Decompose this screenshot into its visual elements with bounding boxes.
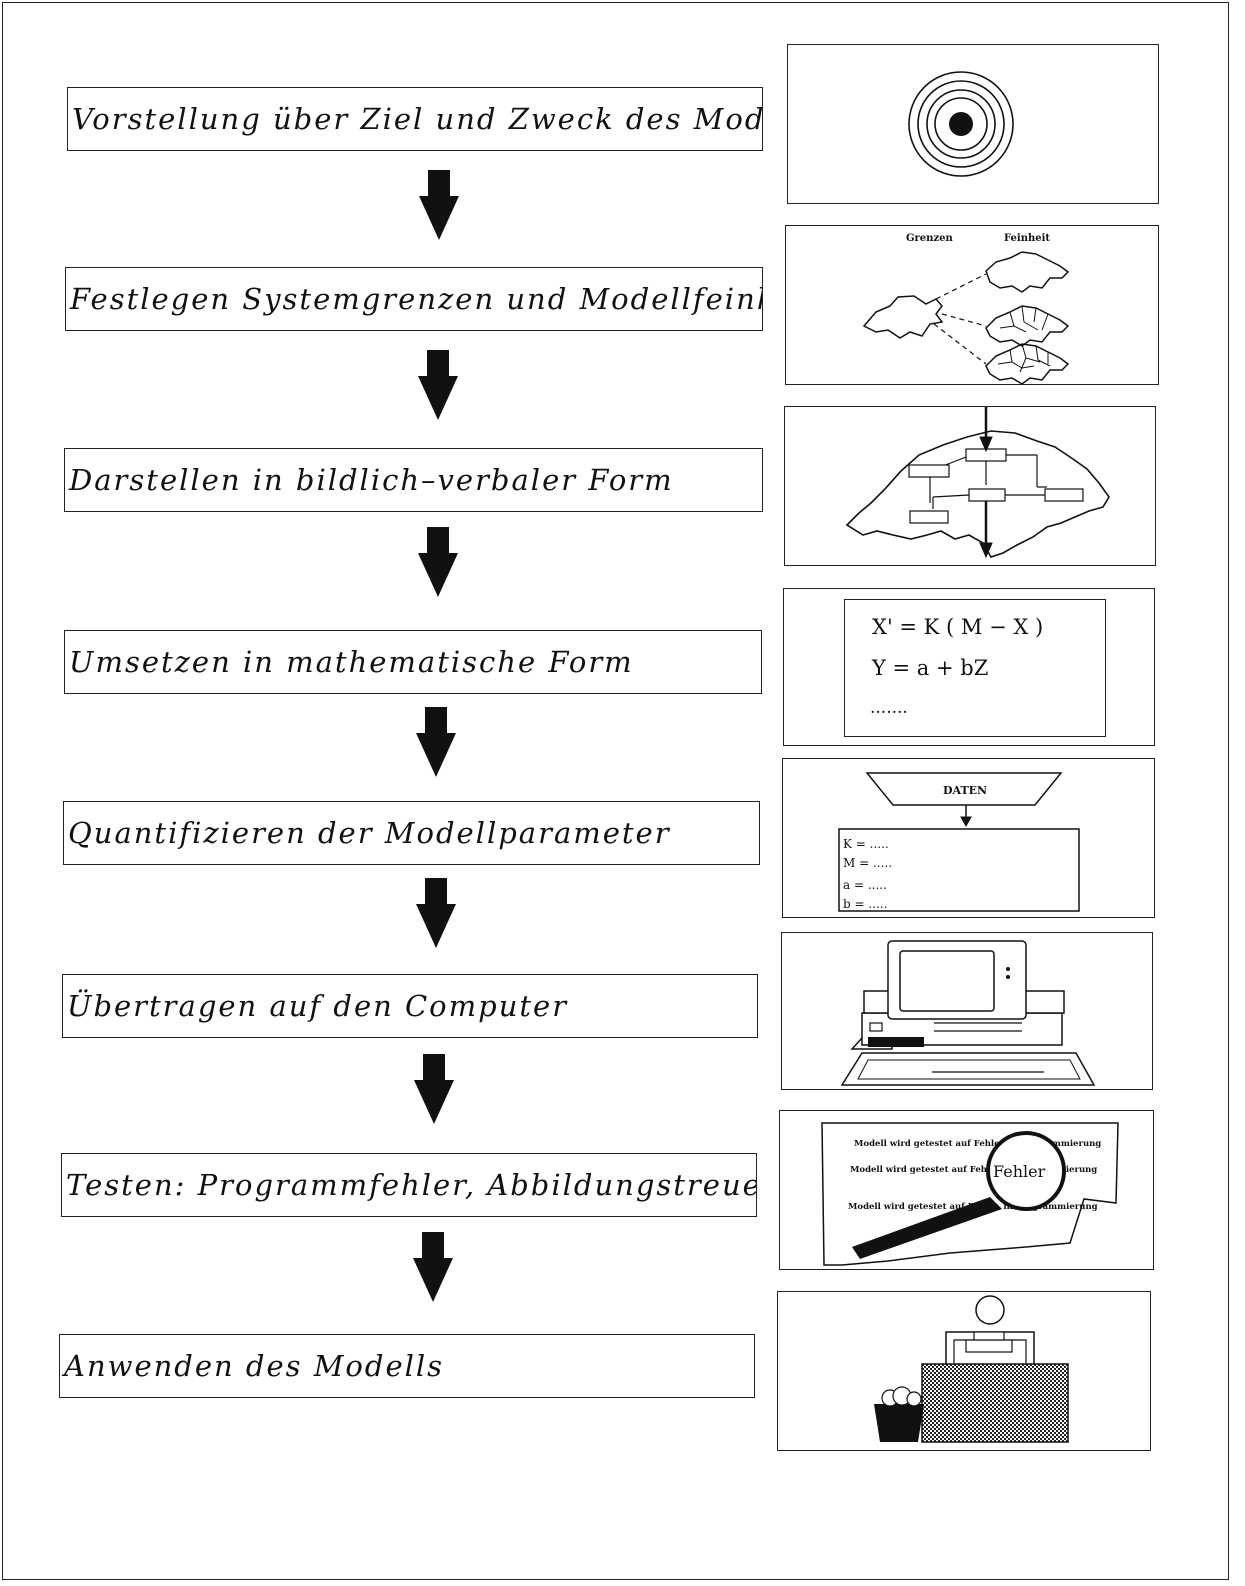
down-arrow-icon: [416, 707, 456, 777]
step-7-box: Testen: Programmfehler, Abbildungstreue: [61, 1153, 757, 1217]
down-arrow-icon: [414, 1054, 454, 1124]
switzerland-outline-icon: [845, 430, 1110, 558]
panel-boundaries: Grenzen Feinheit: [785, 225, 1159, 385]
down-arrow-icon: [418, 527, 458, 597]
data-manual-input-shape: [865, 772, 1063, 806]
panel-application: [777, 1291, 1151, 1451]
test-line-2: Modell wird getestet auf Fehler in Progr…: [850, 1165, 1097, 1175]
step-5-box: Quantifizieren der Modellparameter: [63, 801, 760, 865]
step-7-label: Testen: Programmfehler, Abbildungstreue: [66, 1168, 757, 1202]
label-grenzen: Grenzen: [906, 233, 953, 244]
step-1-box: Vorstellung über Ziel und Zweck des Mode…: [67, 87, 763, 151]
params-box: [838, 828, 1080, 912]
param-m: M = .....: [843, 856, 892, 870]
label-feinheit: Feinheit: [1004, 233, 1050, 244]
switzerland-outline-icon: [862, 251, 1070, 385]
step-3-box: Darstellen in bildlich–verbaler Form: [64, 448, 763, 512]
test-line-1: Modell wird getestet auf Fehler in Progr…: [854, 1139, 1101, 1149]
down-arrow-icon: [960, 805, 972, 828]
down-arrow-icon: [419, 170, 459, 240]
param-b: b = .....: [843, 897, 887, 911]
panel-computer: [781, 932, 1153, 1090]
equation-box: [844, 599, 1106, 737]
step-4-label: Umsetzen in mathematische Form: [69, 645, 634, 679]
panel-target: [787, 44, 1159, 204]
wastebasket-icon: [874, 1404, 924, 1442]
target-icon: [908, 71, 1014, 177]
magnifier-icon: [852, 1131, 1066, 1259]
magnifier-label: Fehler: [993, 1162, 1046, 1181]
equation-1: X' = K ( M − X ): [872, 615, 1043, 639]
step-8-box: Anwenden des Modells: [59, 1334, 755, 1398]
step-6-label: Übertragen auf den Computer: [67, 989, 569, 1023]
panel-math: X' = K ( M − X ) Y = a + bZ .......: [783, 588, 1155, 746]
step-2-box: Festlegen Systemgrenzen und Modellfeinhe…: [65, 267, 763, 331]
down-arrow-icon: [413, 1232, 453, 1302]
person-at-desk-icon: [874, 1295, 1069, 1443]
step-5-label: Quantifizieren der Modellparameter: [68, 816, 671, 850]
step-1-label: Vorstellung über Ziel und Zweck des Mode…: [72, 102, 763, 136]
step-2-label: Festlegen Systemgrenzen und Modellfeinhe…: [70, 282, 763, 316]
data-label: DATEN: [943, 784, 987, 797]
step-4-box: Umsetzen in mathematische Form: [64, 630, 762, 694]
panel-pictorial: [784, 406, 1156, 566]
equation-2: Y = a + bZ: [871, 656, 988, 680]
step-8-label: Anwenden des Modells: [64, 1349, 445, 1383]
param-k: K = .....: [843, 837, 889, 851]
param-a: a = .....: [843, 878, 887, 892]
down-arrow-icon: [418, 350, 458, 420]
equation-ellipsis: .......: [870, 698, 908, 718]
panel-testing: Modell wird getestet auf Fehler in Progr…: [779, 1110, 1154, 1270]
panel-params: DATEN K = ..... M = ..... a = ..... b = …: [782, 758, 1155, 918]
down-arrow-icon: [416, 878, 456, 948]
computer-icon: [840, 940, 1096, 1086]
step-3-label: Darstellen in bildlich–verbaler Form: [69, 463, 674, 497]
step-6-box: Übertragen auf den Computer: [62, 974, 758, 1038]
